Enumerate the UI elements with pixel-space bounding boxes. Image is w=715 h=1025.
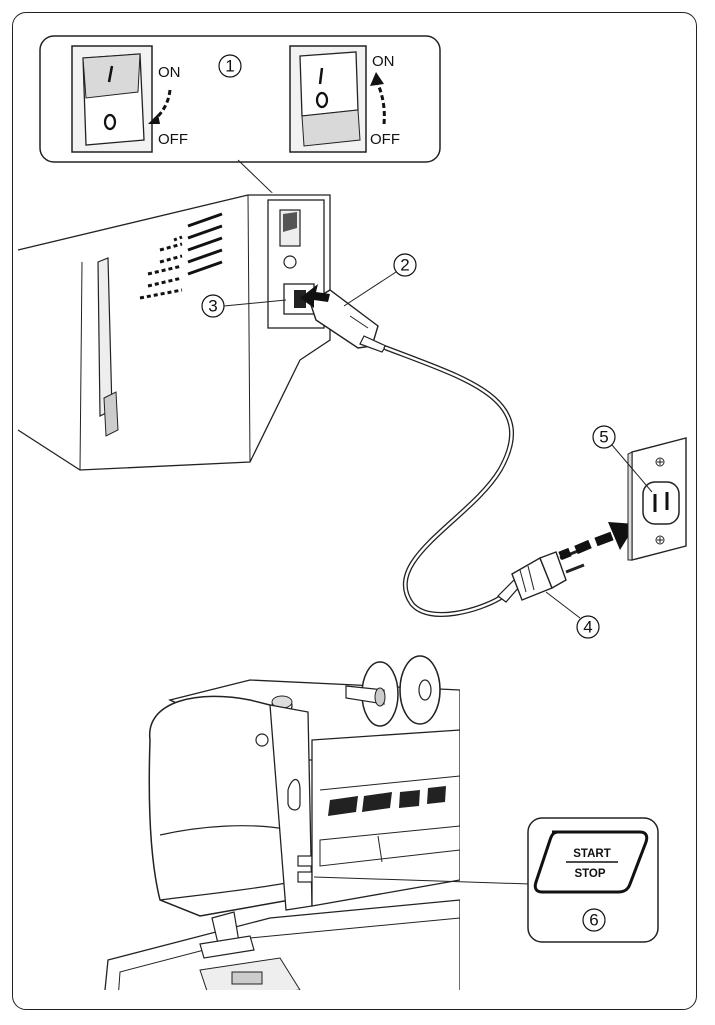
insert-arrow-icon xyxy=(560,522,636,556)
plug-icon xyxy=(498,551,584,602)
switch-on-icon xyxy=(290,46,366,152)
callout-2: 2 xyxy=(400,256,409,275)
wall-outlet-icon xyxy=(628,438,686,560)
start-stop-button: START STOP xyxy=(535,832,647,892)
callout-5: 5 xyxy=(599,428,608,447)
switch-off-icon xyxy=(72,46,152,152)
stop-label: STOP xyxy=(574,868,605,880)
callout-6: 6 xyxy=(589,911,598,930)
callout-4: 4 xyxy=(583,618,592,637)
start-stop-inset: START STOP 6 xyxy=(528,818,658,942)
callout-1: 1 xyxy=(225,57,234,76)
sewing-machine xyxy=(104,656,460,1000)
start-label: START xyxy=(573,848,610,860)
switch-off-label-b: OFF xyxy=(370,131,400,148)
switch-inset: ON OFF 1 ON OFF xyxy=(40,36,440,212)
switch-on-label-b: ON xyxy=(372,53,395,70)
power-cord xyxy=(300,284,584,615)
callout-3: 3 xyxy=(208,297,217,316)
switch-off-label-a: OFF xyxy=(158,131,188,148)
machine-rear xyxy=(16,190,330,470)
switch-on-label-a: ON xyxy=(158,64,181,81)
